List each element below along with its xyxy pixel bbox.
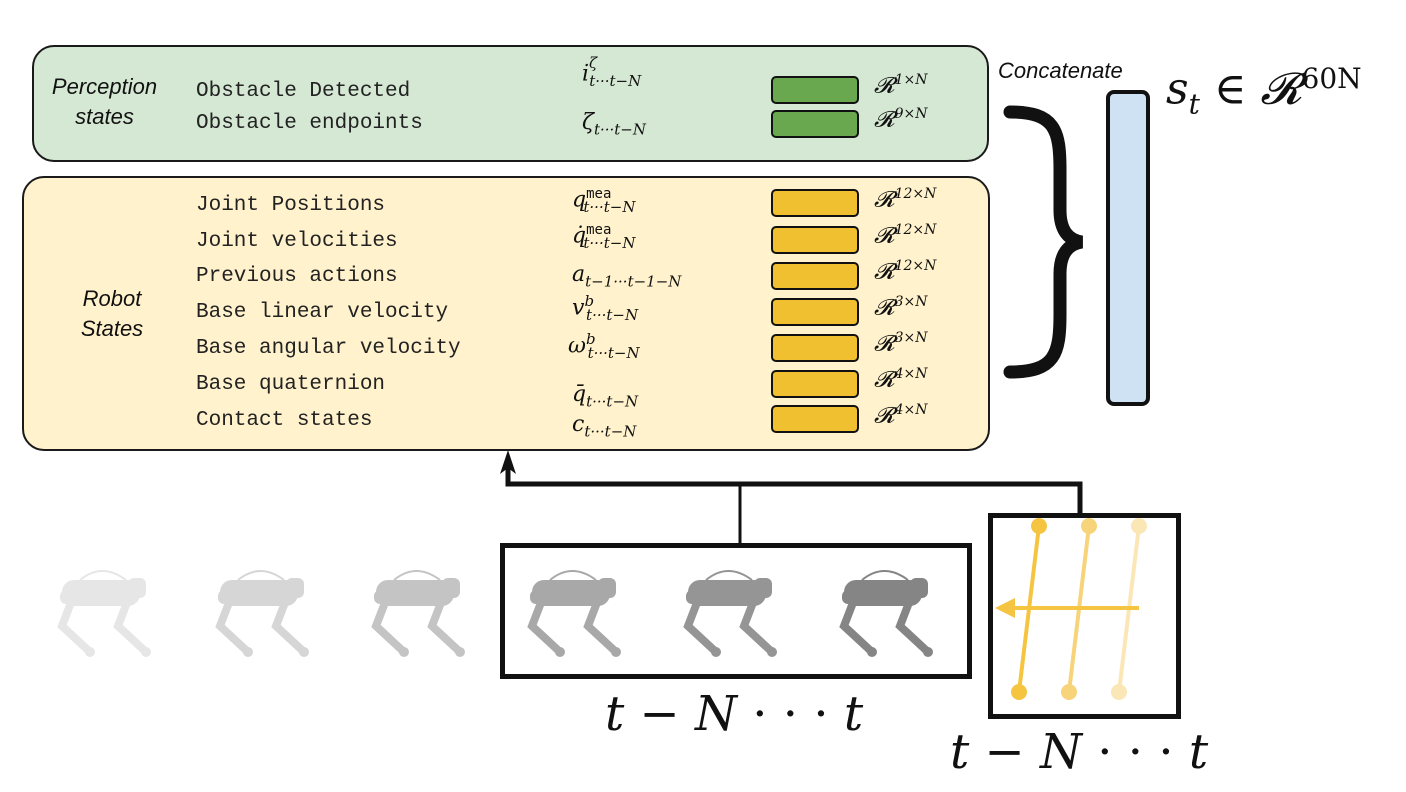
previous-actions-label: Previous actions: [196, 265, 398, 288]
obstacle-endpoints-dim: 𝓡9×N: [874, 106, 928, 133]
state-vector-formula: st ∈ 𝓡60N: [1166, 62, 1362, 121]
contact-states-dim: 𝓡4×N: [874, 402, 928, 429]
obstacle-endpoints-label: Obstacle endpoints: [196, 112, 423, 135]
previous-actions-block: [771, 262, 859, 290]
contact-states-block: [771, 405, 859, 433]
joint-velocities-dim: 𝓡12×N: [874, 222, 937, 249]
joint-velocities-label: Joint velocities: [196, 230, 398, 253]
obstacle-endpoints-symbol: ζt···t−N: [582, 110, 646, 139]
state-vector-bar: [1106, 90, 1150, 406]
robot-frame-3: [374, 571, 465, 657]
joint-positions-block: [771, 189, 859, 217]
contact-gait-diagram: [995, 518, 1147, 700]
obstacle-detected-dim: 𝓡1×N: [874, 72, 928, 99]
joint-positions-label: Joint Positions: [196, 194, 386, 217]
concatenate-label: Concatenate: [998, 58, 1123, 83]
base-linear-velocity-label: Base linear velocity: [196, 301, 449, 324]
joint-positions-dim: 𝓡12×N: [874, 186, 937, 213]
base-quaternion-label: Base quaternion: [196, 373, 386, 396]
concatenate-brace: [1003, 105, 1084, 379]
base-quaternion-dim: 𝓡4×N: [874, 366, 928, 393]
robot-frame-1: [60, 571, 151, 657]
joint-velocities-symbol: q̇meat···t−N: [572, 222, 636, 252]
robot-history-caption: t − N · · · t: [605, 686, 864, 742]
base-angular-velocity-block: [771, 334, 859, 362]
robot-frame-2: [218, 571, 309, 657]
obstacle-detected-symbol: iζt···t−N: [582, 54, 642, 90]
base-angular-velocity-symbol: ωbt···t−N: [568, 330, 640, 362]
perception-states-title: Perception states: [51, 74, 158, 129]
previous-actions-symbol: at−1···t−1−N: [572, 262, 682, 291]
robot-frame-4: [530, 571, 621, 657]
joint-positions-symbol: qmeat···t−N: [572, 186, 636, 216]
joint-velocities-block: [771, 226, 859, 254]
robot-frame-5: [686, 571, 777, 657]
robot-states-title: Robot States: [80, 286, 144, 341]
base-angular-velocity-label: Base angular velocity: [196, 337, 461, 360]
contact-history-caption: t − N · · · t: [950, 724, 1209, 780]
obstacle-detected-label: Obstacle Detected: [196, 80, 411, 103]
obstacle-detected-block: [771, 76, 859, 104]
contact-states-label: Contact states: [196, 409, 373, 432]
base-linear-velocity-dim: 𝓡3×N: [874, 294, 928, 321]
robot-sequence: [30, 560, 950, 670]
robot-frame-6: [842, 571, 933, 657]
base-linear-velocity-symbol: vbt···t−N: [572, 292, 639, 324]
contact-history-frame: [988, 513, 1181, 719]
base-quaternion-symbol: q̄t···t−N: [572, 382, 639, 411]
contact-states-symbol: ct···t−N: [572, 412, 637, 441]
history-window-frame: [500, 543, 972, 679]
obstacle-endpoints-block: [771, 110, 859, 138]
previous-actions-dim: 𝓡12×N: [874, 258, 937, 285]
base-angular-velocity-dim: 𝓡3×N: [874, 330, 928, 357]
base-linear-velocity-block: [771, 298, 859, 326]
base-quaternion-block: [771, 370, 859, 398]
